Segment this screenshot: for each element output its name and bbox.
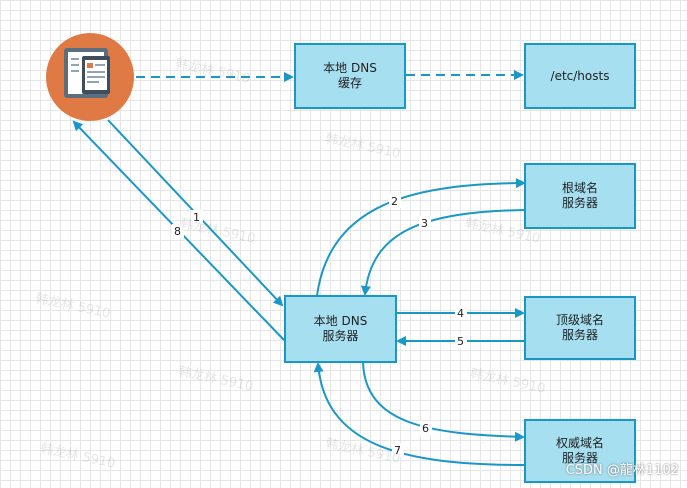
auth-server-label-line2: 服务器	[561, 451, 598, 465]
auth-server-label-line1: 权威域名	[555, 436, 604, 450]
edge-label-4: 4	[457, 307, 464, 320]
edge-label-3: 3	[421, 217, 428, 230]
local-dns-cache-node[interactable]: 本地 DNS 缓存	[294, 43, 406, 109]
csdn-credit: CSDN @龍林1102	[565, 463, 679, 478]
auth-server-node[interactable]: 权威域名 服务器	[524, 419, 636, 483]
edge-3-root-to-local	[360, 209, 525, 296]
local-dns-server-node[interactable]: 本地 DNS 服务器	[284, 295, 397, 363]
root-server-label-line1: 根域名	[561, 181, 598, 195]
edge-label-5: 5	[457, 335, 464, 348]
tld-server-label-line2: 服务器	[561, 328, 598, 342]
root-server-label-line2: 服务器	[561, 196, 598, 210]
edge-label-1: 1	[193, 211, 200, 224]
local-dns-cache-label-line2: 缓存	[337, 76, 362, 90]
local-dns-server-label-line1: 本地 DNS	[313, 314, 368, 328]
edge-label-6: 6	[422, 422, 429, 435]
client-browser-icon[interactable]	[46, 33, 134, 121]
etc-hosts-label: /etc/hosts	[550, 68, 610, 83]
edge-6-local-to-auth	[362, 361, 525, 442]
etc-hosts-node[interactable]: /etc/hosts	[524, 43, 636, 109]
edge-label-7: 7	[394, 444, 401, 457]
root-server-node[interactable]: 根域名 服务器	[524, 163, 636, 229]
edge-label-8: 8	[174, 225, 181, 238]
edge-label-2: 2	[391, 195, 398, 208]
edge-7-auth-to-local	[313, 362, 525, 466]
local-dns-server-label-line2: 服务器	[322, 329, 359, 343]
tld-server-label-line1: 顶级域名	[555, 313, 604, 327]
tld-server-node[interactable]: 顶级域名 服务器	[524, 296, 636, 360]
local-dns-cache-label-line1: 本地 DNS	[323, 61, 377, 75]
edge-2-local-to-root	[316, 178, 526, 297]
